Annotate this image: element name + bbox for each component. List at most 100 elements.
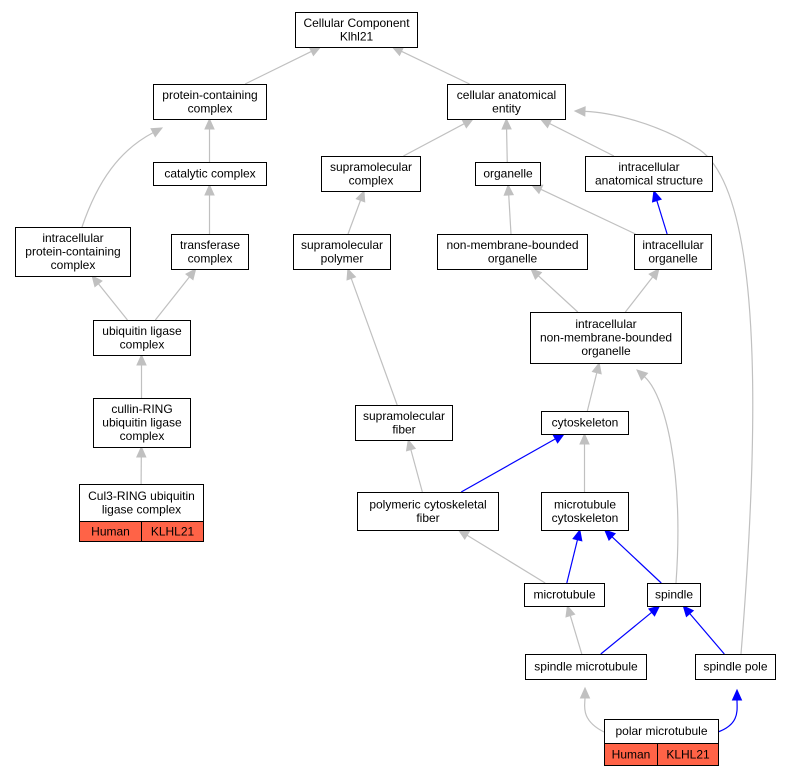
term-label-line: complex bbox=[188, 251, 233, 265]
term-label-line: cullin-RING bbox=[111, 402, 172, 416]
edge-catalytic-complex-to-protein-containing-complex bbox=[204, 117, 215, 162]
edge-line bbox=[689, 613, 725, 655]
edge-cellular-anatomical-entity-to-cc-klhl21 bbox=[391, 46, 470, 85]
term-node-catalytic-complex[interactable]: catalytic complex bbox=[153, 162, 267, 186]
edge-microtubule-to-microtubule-cytoskeleton bbox=[566, 528, 583, 584]
edge-cytoskeleton-to-intracellular-non-membrane-bounded-organelle bbox=[586, 361, 602, 412]
edge-line bbox=[244, 50, 312, 85]
edge-non-membrane-bounded-organelle-to-organelle bbox=[503, 183, 515, 235]
edge-line bbox=[347, 200, 362, 235]
edge-spindle-pole-to-spindle bbox=[682, 605, 725, 655]
edge-arrowhead bbox=[405, 438, 417, 452]
edge-arrowhead bbox=[682, 605, 695, 618]
term-label-line: cytoskeleton bbox=[552, 416, 619, 430]
edge-polymeric-cytoskeletal-fiber-to-supramolecular-fiber bbox=[405, 438, 423, 493]
edge-intracellular-organelle-to-organelle bbox=[530, 184, 636, 235]
species-label: Human bbox=[612, 748, 651, 762]
term-label-line: cellular anatomical bbox=[457, 88, 556, 102]
term-label-line: complex bbox=[51, 258, 96, 272]
edge-spindle-microtubule-to-spindle bbox=[600, 605, 661, 655]
edge-arrowhead bbox=[636, 369, 649, 381]
edge-intracellular-organelle-to-intracellular-anatomical-structure bbox=[651, 189, 668, 235]
edge-line bbox=[583, 697, 605, 733]
term-label-line: ubiquitin ligase bbox=[102, 324, 182, 338]
term-node-cytoskeleton[interactable]: cytoskeleton bbox=[541, 411, 629, 435]
term-box bbox=[293, 234, 391, 270]
term-box bbox=[634, 234, 712, 270]
term-node-spindle-pole[interactable]: spindle pole bbox=[695, 654, 776, 680]
term-label-line: non-membrane-bounded bbox=[540, 331, 672, 345]
edge-line bbox=[410, 449, 423, 493]
edge-arrowhead bbox=[539, 118, 553, 129]
edge-arrowhead bbox=[647, 605, 661, 617]
term-box bbox=[355, 405, 453, 441]
edge-cul3-ring-to-cullin-ring bbox=[136, 445, 147, 485]
edge-organelle-to-cellular-anatomical-entity bbox=[501, 117, 512, 163]
term-label-line: Klhl21 bbox=[340, 29, 374, 43]
edge-line bbox=[460, 438, 556, 493]
term-label-line: Cul3-RING ubiquitin bbox=[88, 489, 195, 503]
term-node-organelle[interactable]: organelle bbox=[475, 162, 541, 186]
edge-line bbox=[566, 539, 579, 584]
term-label-line: anatomical structure bbox=[595, 173, 703, 187]
term-label-line: intracellular bbox=[642, 238, 703, 252]
edge-arrowhead bbox=[579, 686, 591, 699]
edge-arrowhead bbox=[731, 688, 743, 701]
term-label-line: polar microtubule bbox=[615, 724, 707, 738]
gene-label: KLHL21 bbox=[666, 748, 710, 762]
edge-arrowhead bbox=[530, 268, 543, 280]
edge-microtubule-to-polymeric-cytoskeletal-fiber bbox=[457, 529, 546, 584]
term-label-line: catalytic complex bbox=[164, 167, 255, 181]
term-box bbox=[93, 320, 191, 356]
edge-arrowhead bbox=[150, 127, 164, 138]
edge-transferase-complex-to-catalytic-complex bbox=[204, 183, 215, 234]
term-label-line: organelle bbox=[488, 251, 538, 265]
edge-arrowhead bbox=[355, 189, 366, 203]
edge-arrowhead bbox=[461, 118, 475, 129]
edge-line bbox=[644, 376, 679, 584]
term-node-microtubule[interactable]: microtubule bbox=[524, 583, 605, 607]
term-box bbox=[695, 654, 776, 680]
edge-arrowhead bbox=[136, 445, 147, 458]
term-label-line: supramolecular bbox=[330, 160, 412, 174]
term-label-line: intracellular bbox=[575, 317, 636, 331]
term-node-spindle-microtubule[interactable]: spindle microtubule bbox=[525, 654, 647, 680]
term-box bbox=[541, 492, 629, 531]
term-label-line: organelle bbox=[648, 251, 698, 265]
term-node-intracellular-non-membrane-bounded-organelle[interactable]: intracellularnon-membrane-boundedorganel… bbox=[530, 312, 682, 364]
edge-line bbox=[656, 200, 668, 235]
edge-arrowhead bbox=[648, 268, 660, 281]
term-label-line: transferase bbox=[180, 238, 240, 252]
term-label-line: intracellular bbox=[618, 160, 679, 174]
edge-line bbox=[508, 194, 512, 235]
term-box bbox=[79, 484, 204, 522]
term-label-line: organelle bbox=[483, 167, 533, 181]
term-label-line: complex bbox=[188, 101, 233, 115]
term-label-line: microtubule bbox=[533, 588, 595, 602]
term-node-spindle[interactable]: spindle bbox=[647, 583, 701, 607]
term-label-line: complex bbox=[120, 429, 165, 443]
term-label-line: entity bbox=[492, 101, 521, 115]
term-box bbox=[15, 227, 131, 277]
edge-ubiquitin-ligase-complex-to-intracellular-protein-containing-complex bbox=[91, 275, 128, 321]
gene-label: KLHL21 bbox=[151, 525, 195, 539]
edge-spindle-microtubule-to-microtubule bbox=[565, 604, 583, 655]
edge-line bbox=[600, 611, 653, 655]
